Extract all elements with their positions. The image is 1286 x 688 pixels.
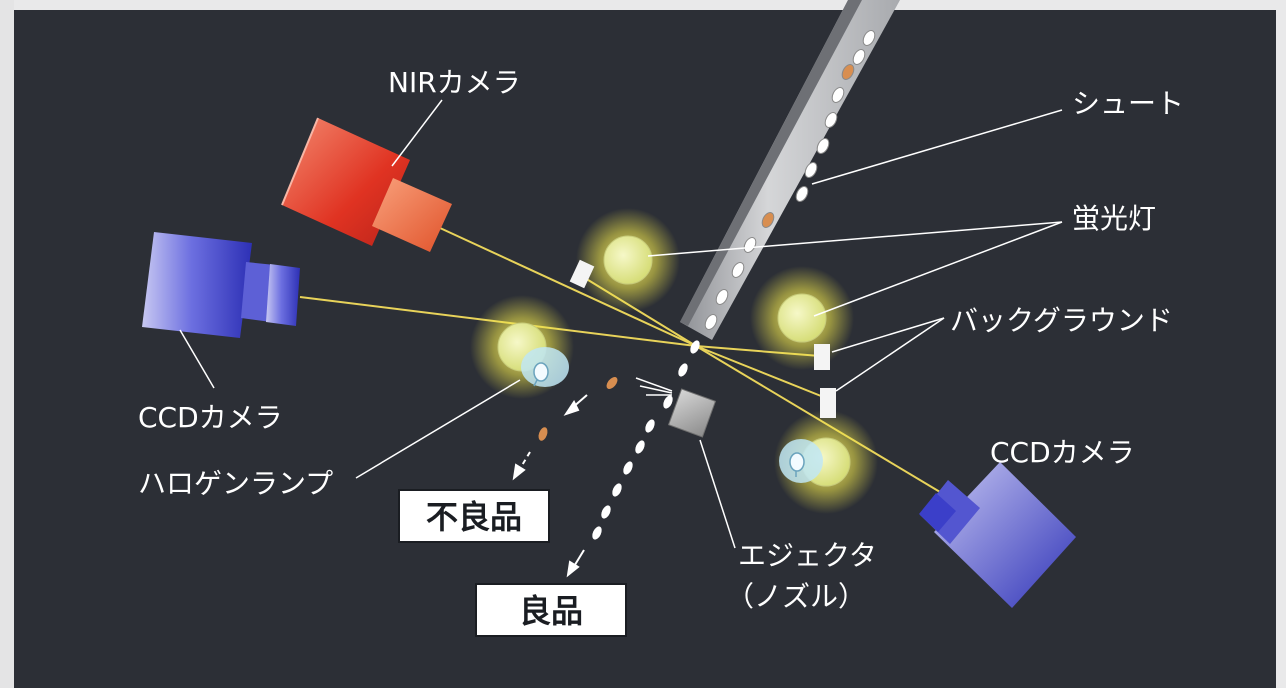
nir-beam	[439, 227, 697, 347]
label-ejector-line1: エジェクタ	[738, 539, 877, 572]
air-jet-lines	[635, 377, 673, 396]
ccd-camera-icon	[142, 232, 300, 338]
label-defective: 不良品	[426, 498, 522, 536]
nir-beam-to-background	[695, 345, 827, 399]
label-ccd-camera-right: CCDカメラ	[990, 436, 1135, 469]
label-background: バックグラウンド	[950, 304, 1173, 337]
falling-items-good	[592, 340, 700, 540]
page-margin-left	[0, 0, 14, 688]
ejector-icon	[667, 388, 717, 438]
background-plate	[820, 388, 836, 418]
halogen-lamp-icon	[521, 347, 569, 387]
background-plate	[569, 259, 595, 289]
falling-items-defective	[538, 377, 618, 441]
direction-arrows	[512, 394, 588, 578]
chute-icon	[680, 0, 900, 340]
nir-camera-icon	[281, 117, 452, 252]
diagram-background	[14, 10, 1276, 688]
label-halogen-lamp: ハロゲンランプ	[138, 467, 333, 500]
label-nir-camera: NIRカメラ	[388, 66, 521, 99]
fluorescent-lamp-top	[576, 208, 680, 312]
fluorescent-lamp-right	[750, 266, 854, 370]
label-chute: シュート	[1072, 87, 1184, 120]
label-ejector-line2: （ノズル）	[726, 580, 866, 613]
label-good: 良品	[519, 592, 583, 630]
good-product-box: 良品	[475, 583, 627, 637]
label-fluorescent-lamp: 蛍光灯	[1072, 202, 1156, 235]
defective-product-box: 不良品	[398, 489, 550, 543]
ccd-camera-icon	[919, 462, 1076, 608]
label-ccd-camera-left: CCDカメラ	[138, 401, 283, 434]
leader-lines	[179, 99, 1063, 549]
background-plate	[814, 344, 830, 370]
halogen-lamp-icon	[779, 439, 823, 483]
